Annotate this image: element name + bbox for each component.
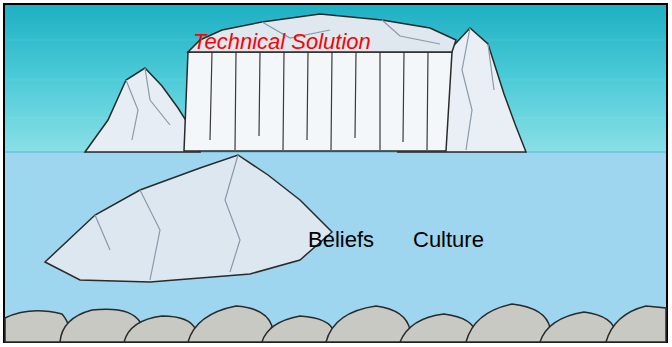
iceberg-face — [184, 52, 452, 151]
rock — [326, 306, 410, 342]
sky — [5, 5, 666, 152]
rock — [606, 306, 666, 342]
rock — [466, 304, 550, 342]
frame-water — [4, 4, 667, 342]
rock — [262, 316, 334, 342]
rock — [400, 314, 476, 342]
rock — [124, 316, 196, 342]
iceberg-column-lines — [210, 52, 428, 150]
iceberg-ridge — [462, 28, 494, 150]
surface-label: Technical Solution — [193, 30, 371, 54]
iceberg-peak — [85, 68, 200, 152]
iceberg-ridge — [95, 155, 240, 280]
iceberg-ridge — [126, 68, 170, 140]
iceberg-submerged — [45, 155, 332, 282]
rock — [188, 306, 272, 342]
underwater-label: Culture — [413, 228, 484, 252]
underwater-label: Beliefs — [308, 228, 374, 252]
rock — [5, 311, 69, 342]
rock — [540, 312, 616, 342]
